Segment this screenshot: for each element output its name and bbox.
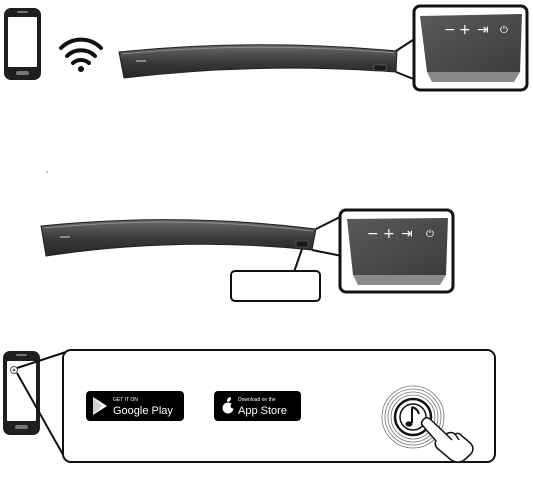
display-callout-box bbox=[230, 270, 321, 302]
google-play-badge[interactable]: GET IT ON Google Play bbox=[86, 391, 184, 421]
wifi-icon bbox=[59, 37, 103, 72]
source-button[interactable]: ⇥ bbox=[477, 22, 489, 38]
power-button[interactable]: ⏻ bbox=[500, 25, 508, 36]
step1-control-panel: − + ⇥ ⏻ bbox=[412, 4, 529, 92]
volume-down-button[interactable]: − bbox=[367, 226, 379, 242]
stray-mark bbox=[46, 171, 48, 173]
finger-pointer-icon bbox=[420, 416, 474, 463]
source-button[interactable]: ⇥ bbox=[401, 226, 413, 242]
step1-smartphone bbox=[4, 8, 41, 80]
step2-control-panel: − + ⇥ ⏻ bbox=[338, 208, 455, 294]
google-play-top-label: GET IT ON bbox=[113, 397, 138, 403]
volume-down-button[interactable]: − bbox=[444, 22, 456, 38]
step2-soundbar bbox=[40, 219, 317, 257]
apple-icon bbox=[222, 397, 236, 414]
music-note-icon bbox=[405, 406, 420, 427]
power-button[interactable]: ⏻ bbox=[426, 229, 434, 240]
app-store-badge[interactable]: Download on the App Store bbox=[214, 391, 301, 421]
step3-callout-lines bbox=[16, 351, 67, 461]
google-play-icon bbox=[93, 397, 107, 415]
volume-up-button[interactable]: + bbox=[459, 22, 471, 38]
google-play-main-label: Google Play bbox=[113, 405, 173, 417]
app-store-top-label: Download on the bbox=[238, 397, 276, 403]
step1-soundbar bbox=[118, 44, 398, 79]
tap-ripple bbox=[381, 385, 445, 449]
step3-smartphone bbox=[3, 351, 40, 435]
app-store-main-label: App Store bbox=[238, 405, 287, 417]
app-launch-icon[interactable] bbox=[10, 366, 18, 374]
step2-callout-lines bbox=[293, 215, 343, 273]
volume-up-button[interactable]: + bbox=[383, 226, 395, 242]
